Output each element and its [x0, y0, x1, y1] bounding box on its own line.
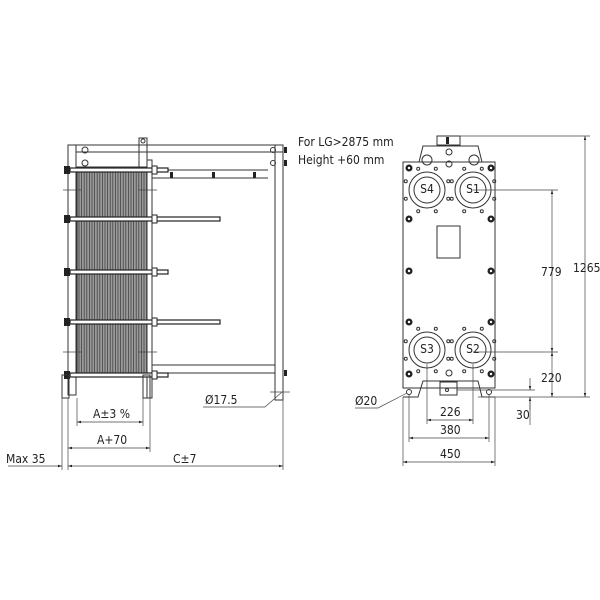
note-line-2: Height +60 mm: [298, 153, 384, 167]
port-s4: S4: [403, 166, 451, 214]
dim-hole-17-5: Ø17.5: [205, 393, 238, 407]
frame-plate: [402, 161, 496, 389]
tie-bolt: [69, 216, 221, 222]
foot: [439, 381, 458, 396]
bolt-nut: [151, 214, 158, 224]
pressure-plate: [146, 159, 153, 399]
port-label: S2: [466, 342, 480, 356]
port-label: S1: [466, 182, 480, 196]
dim-450: 450: [440, 447, 461, 461]
bolt-nut: [64, 215, 70, 223]
rear-leg: [142, 374, 151, 399]
dim-30: 30: [516, 408, 530, 422]
port-label: S3: [420, 342, 434, 356]
dim-380: 380: [440, 423, 461, 437]
bolt-nut: [64, 268, 70, 276]
bolt-nut: [151, 165, 158, 175]
dim-220: 220: [541, 371, 562, 385]
front-leg: [61, 374, 70, 399]
dim-1265: 1265: [573, 261, 600, 275]
dim-max-35: Max 35: [6, 452, 45, 466]
bolt-nut: [64, 166, 70, 174]
support-column: [274, 144, 284, 401]
dim-226: 226: [440, 405, 461, 419]
tie-bolt: [69, 269, 169, 275]
port-s2: S2: [449, 326, 497, 374]
tie-bolt: [69, 319, 221, 325]
side-view: A±3 % A+70 Max 35 C±7 Ø17.5: [6, 137, 290, 470]
tie-bolt: [69, 372, 169, 378]
top-lug: [436, 135, 461, 146]
note-line-1: For LG>2875 mm: [298, 135, 394, 149]
bolt-nut: [151, 370, 158, 380]
bolt-nut: [151, 317, 158, 327]
bolt-nut: [64, 318, 70, 326]
tie-bolt: [69, 167, 169, 173]
dim-a-plus-70: A+70: [97, 433, 127, 447]
bolt-nut: [151, 267, 158, 277]
dim-hole-20: Ø20: [355, 394, 377, 408]
dim-779: 779: [541, 265, 562, 279]
port-label: S4: [420, 182, 434, 196]
dim-c: C±7: [173, 452, 196, 466]
dim-a-tolerance: A±3 %: [93, 407, 130, 421]
port-s3: S3: [403, 326, 451, 374]
name-plate: [436, 225, 461, 259]
